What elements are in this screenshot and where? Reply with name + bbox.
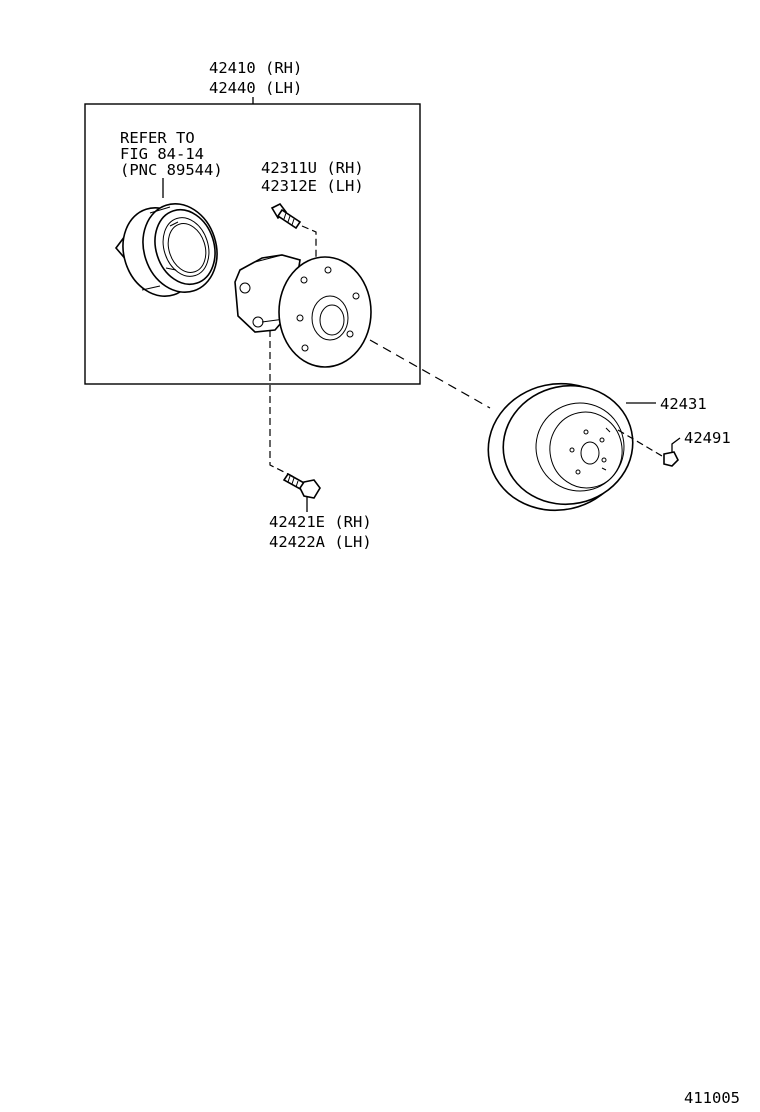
hub-assembly-box (84, 103, 421, 385)
figure-number: 411005 (684, 1089, 740, 1107)
screw-leader (671, 437, 681, 452)
mount-bolt-part (282, 472, 321, 499)
callout-screw: 42491 (684, 429, 731, 447)
brake-disc-part (487, 382, 634, 512)
callout-hub-assy-lh: 42440 (LH) (209, 79, 302, 97)
callout-hub-assy-rh: 42410 (RH) (209, 59, 302, 77)
hub-to-disc-axis (369, 339, 491, 409)
callout-mount-bolt-lh: 42422A (LH) (269, 533, 372, 551)
screw-guide-line (617, 429, 663, 457)
hub-bolt-part (270, 202, 302, 230)
screw-part (663, 451, 679, 467)
refer-note-line1: REFER TO (120, 129, 195, 147)
callout-hub-bolt-lh: 42312E (LH) (261, 177, 364, 195)
hub-bolt-guide-line (301, 225, 317, 262)
refer-note-line2: FIG 84-14 (120, 145, 204, 163)
bearing-part (114, 202, 218, 298)
mount-bolt-guide-line (269, 330, 297, 479)
callout-disc: 42431 (660, 395, 707, 413)
hub-flange-part (234, 254, 372, 368)
refer-note-line3: (PNC 89544) (120, 161, 223, 179)
callout-hub-bolt-rh: 42311U (RH) (261, 159, 364, 177)
callout-mount-bolt-rh: 42421E (RH) (269, 513, 372, 531)
